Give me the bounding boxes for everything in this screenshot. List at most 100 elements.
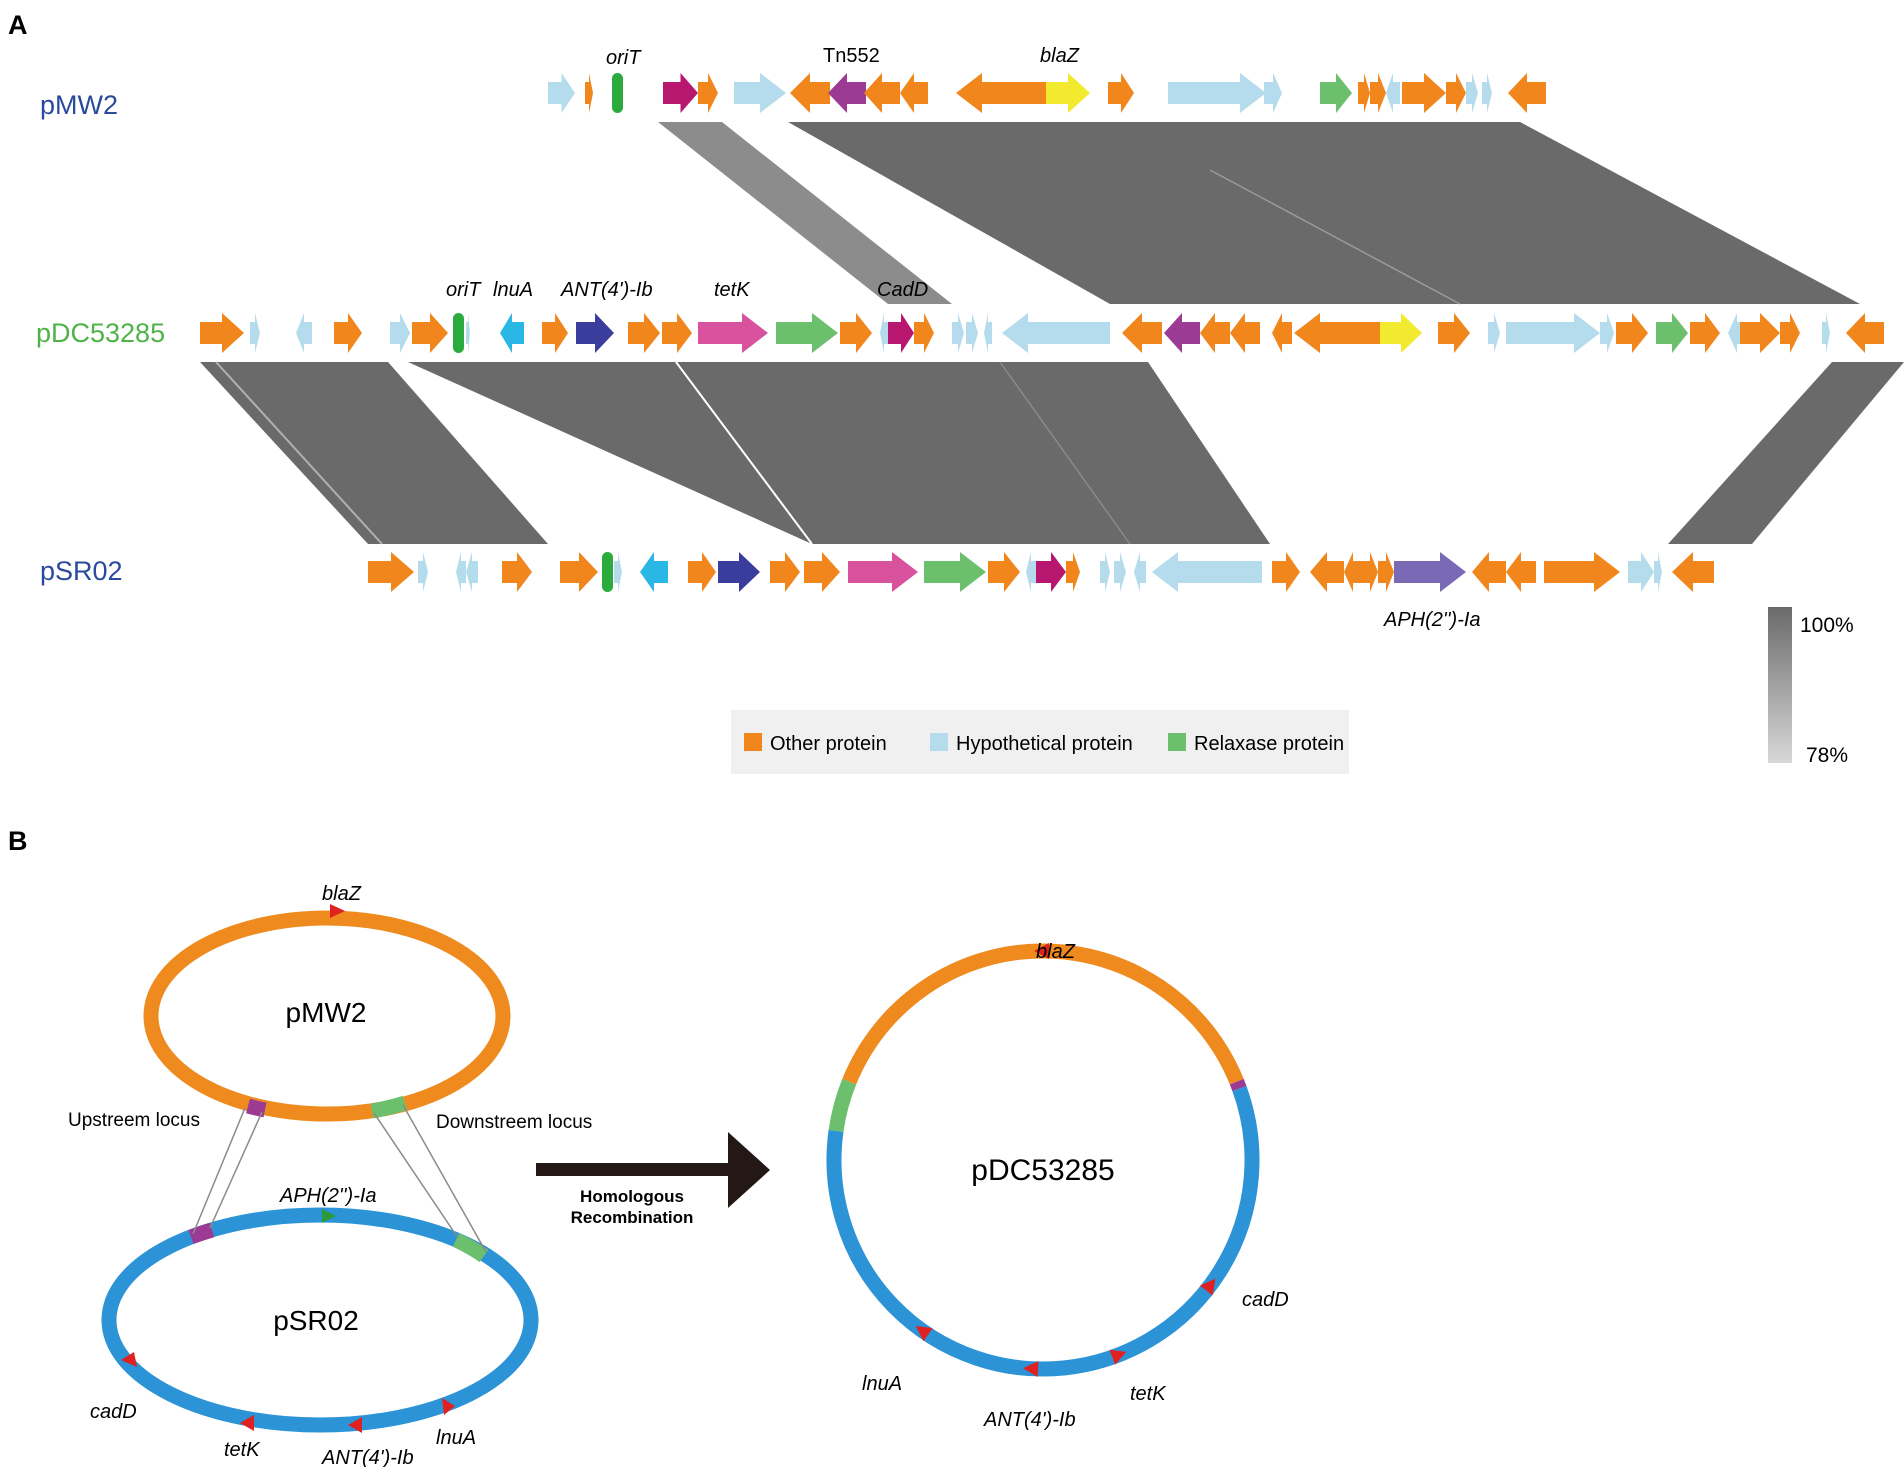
gene-arrow: [1822, 313, 1830, 353]
homology-seam: [1209, 169, 1461, 305]
gene-arrow: [662, 313, 692, 353]
gene-arrow: [502, 552, 532, 592]
gene-arrow: [296, 313, 312, 353]
gene-arrow: [1100, 552, 1110, 592]
psr02-circle: [101, 1207, 539, 1433]
legend-box: [731, 710, 1349, 774]
pmw2-blaz-marker: [330, 904, 345, 918]
gene-arrow: [840, 313, 872, 353]
gene-arrow: [1164, 313, 1200, 353]
homology-seam: [675, 361, 813, 545]
pdc-tetk-label: tetK: [1130, 1383, 1167, 1405]
downstream-connector: [402, 1104, 487, 1253]
pmw2-downstream-locus: [370, 1095, 408, 1119]
homology-block-pdc-psr-3: [1668, 362, 1904, 544]
gene-arrow: [456, 552, 466, 592]
gene-arrow: [1310, 552, 1344, 592]
gene-arrow: [1002, 313, 1110, 353]
gene-arrow: [924, 552, 986, 592]
gene-arrow: [1544, 552, 1620, 592]
psr02-lnua-label: lnuA: [436, 1427, 476, 1449]
gene-arrow: [628, 313, 660, 353]
pdc-ant-marker: [1023, 1361, 1039, 1378]
legend-label-relaxase: Relaxase protein: [1194, 733, 1344, 755]
gene-arrow: [1690, 313, 1720, 353]
pdc-purple-locus: [1229, 1078, 1247, 1092]
gene-arrow: [1272, 552, 1300, 592]
gene-arrow: [1846, 313, 1884, 353]
gene-arrow: [1168, 73, 1266, 113]
gene-arrow: [1320, 73, 1352, 113]
recombination-label-1: Homologous: [580, 1187, 684, 1206]
pdc-blaz-marker: [1034, 943, 1049, 959]
psr02-aph-marker: [322, 1209, 336, 1223]
pmw2-circle: [143, 910, 511, 1122]
psr02-lnua-marker: [442, 1398, 455, 1415]
gene-arrow: [1108, 73, 1134, 113]
legend-swatch-relaxase: [1168, 733, 1186, 751]
psr02-tetk-label: tetK: [224, 1439, 261, 1461]
legend-label-hypothetical: Hypothetical protein: [956, 733, 1133, 755]
gene-arrow: [790, 73, 830, 113]
orit-marker: [453, 313, 464, 353]
gene-arrow: [466, 552, 478, 592]
gene-arrow: [966, 313, 978, 353]
recombination-arrow-shaft: [536, 1163, 732, 1176]
identity-scale-max: 100%: [1800, 614, 1854, 637]
gene-arrow: [1272, 313, 1292, 353]
upstream-connector: [192, 1107, 246, 1235]
track-psr02: [368, 552, 1714, 592]
pdc53285-circle-label: pDC53285: [971, 1154, 1114, 1187]
homology-seam: [215, 361, 383, 545]
gene-arrow: [614, 552, 622, 592]
downstream-connector: [373, 1112, 459, 1239]
pdc-lnua-marker: [915, 1326, 933, 1342]
pdc-orange-segment: [842, 943, 1244, 1085]
gene-arrow: [1152, 552, 1262, 592]
gene-arrow: [1122, 313, 1162, 353]
gene-label-pmw2-blaz: blaZ: [1040, 45, 1080, 67]
gene-arrow: [988, 552, 1020, 592]
orit-marker: [612, 73, 623, 113]
gene-arrow: [1472, 552, 1506, 592]
track-pdc53285: [200, 313, 1884, 353]
psr02-ant-label: ANT(4')-Ib: [321, 1447, 414, 1467]
plasmid-name-psr02: pSR02: [40, 556, 123, 586]
gene-arrow: [640, 552, 668, 592]
gene-arrow: [880, 313, 888, 353]
psr02-aph-label: APH(2'')-Ia: [279, 1185, 377, 1207]
homology-block-light: [658, 122, 952, 304]
pdc-green-locus: [828, 1078, 857, 1133]
identity-scale-bar: [1768, 607, 1792, 763]
gene-label-pdc-ant: ANT(4')-Ib: [560, 279, 653, 301]
gene-arrow: [1294, 313, 1380, 353]
gene-arrow: [1046, 73, 1090, 113]
gene-arrow: [1402, 73, 1446, 113]
gene-arrow: [1026, 552, 1036, 592]
gene-arrow: [576, 313, 614, 353]
gene-arrow: [1508, 73, 1546, 113]
gene-label-pdc-orit: oriT: [446, 279, 482, 301]
gene-arrow: [560, 552, 598, 592]
psr02-cadd-marker: [121, 1352, 137, 1367]
gene-label-pmw2-tn552: Tn552: [823, 45, 880, 67]
gene-arrow: [1438, 313, 1470, 353]
gene-arrow: [776, 313, 838, 353]
gene-label-pdc-cadd: CadD: [877, 279, 928, 301]
pmw2-blaz-label: blaZ: [322, 883, 362, 905]
gene-arrow: [1358, 73, 1370, 113]
gene-arrow: [914, 313, 934, 353]
identity-scale-min: 78%: [1806, 744, 1848, 767]
gene-arrow: [688, 552, 716, 592]
gene-arrow: [390, 313, 410, 353]
gene-arrow: [1616, 313, 1648, 353]
pdc-cadd-marker: [1199, 1278, 1216, 1296]
legend-label-other: Other protein: [770, 733, 887, 755]
gene-label-psr-aph: APH(2'')-Ia: [1383, 609, 1481, 631]
gene-arrow: [334, 313, 362, 353]
orit-marker: [602, 552, 613, 592]
gene-arrow: [1134, 552, 1146, 592]
plasmid-name-pdc53285: pDC53285: [36, 318, 165, 348]
gene-arrow: [1386, 73, 1400, 113]
gene-arrow: [956, 73, 1046, 113]
